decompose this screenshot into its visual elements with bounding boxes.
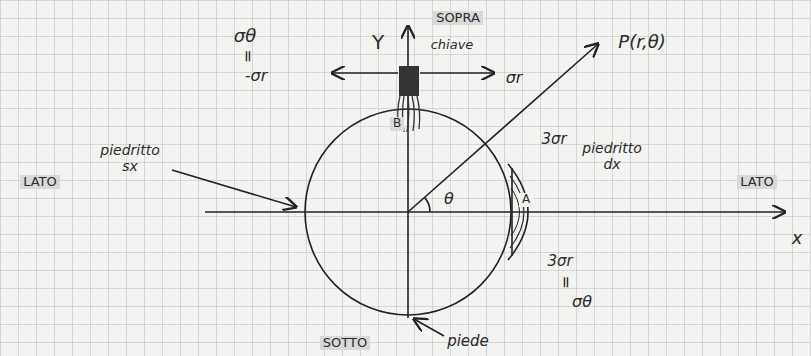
point-label: B [390, 117, 404, 131]
stress-arrow [332, 72, 398, 74]
stress-symbol: σθ [234, 26, 256, 47]
region-label: SOPRA [433, 11, 483, 26]
region-label: LATO [20, 175, 60, 190]
stress-symbol: 3σr [541, 131, 566, 148]
equal-sign: = [557, 275, 575, 288]
part-name: chiave [431, 38, 474, 53]
stress-symbol: σr [506, 69, 523, 87]
part-name: piedritto dx [575, 140, 649, 172]
leader-line [414, 319, 444, 336]
stress-bulge [510, 176, 524, 248]
part-name: piedritto sx [93, 142, 167, 174]
stress-symbol: -σr [245, 67, 268, 85]
point-label: A [519, 193, 533, 207]
region-label: LATO [737, 175, 777, 190]
equal-sign: = [239, 49, 257, 62]
stress-symbol: σθ [572, 293, 592, 311]
angle-label: θ [444, 190, 454, 208]
stress-symbol: 3σr [547, 253, 572, 270]
stress-arrow [420, 72, 494, 74]
stress-bulge [508, 164, 528, 260]
axis-label: x [792, 228, 803, 249]
x-axis [205, 211, 785, 213]
tangent-tick [511, 168, 513, 256]
angle-arc [425, 197, 431, 212]
point-label: P(r,θ) [618, 32, 665, 53]
region-label: SOTTO [320, 336, 370, 351]
axis-label: Y [372, 31, 384, 54]
part-name: piede [447, 333, 489, 350]
leader-line [172, 170, 296, 207]
radius-line [408, 44, 598, 212]
